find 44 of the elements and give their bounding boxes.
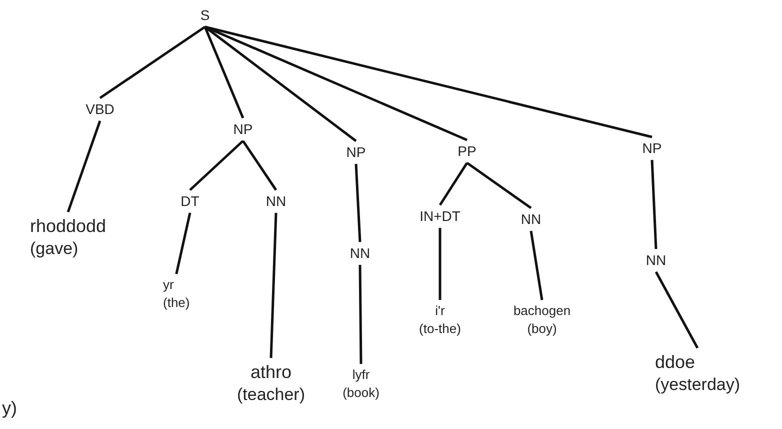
tree-branch bbox=[204, 26, 652, 138]
tree-branch bbox=[175, 212, 192, 274]
word-text: rhoddodd bbox=[30, 215, 106, 238]
category-label: IN+DT bbox=[420, 207, 460, 226]
tree-branch bbox=[270, 212, 278, 358]
word-text: yr bbox=[163, 276, 175, 294]
category-label: VBD bbox=[86, 100, 114, 119]
tree-branch bbox=[99, 26, 206, 100]
gloss-text: (gave) bbox=[30, 238, 80, 260]
gloss-text: (boy) bbox=[526, 320, 558, 338]
word-text: lyfr bbox=[351, 366, 371, 384]
tree-branch bbox=[466, 162, 532, 210]
category-label: NP bbox=[346, 143, 366, 162]
tree-branch bbox=[204, 26, 468, 142]
tree-branch bbox=[654, 271, 699, 349]
category-label: NP bbox=[233, 120, 253, 139]
tree-branch bbox=[530, 230, 544, 300]
gloss-text: (yesterday) bbox=[655, 374, 740, 396]
tree-branch bbox=[242, 140, 278, 191]
category-label: NP bbox=[642, 139, 662, 158]
tree-branch bbox=[204, 26, 244, 118]
tree-branch bbox=[354, 164, 362, 242]
word-text: athro bbox=[249, 361, 293, 384]
category-label: NN bbox=[646, 251, 666, 270]
category-label: DT bbox=[180, 192, 200, 211]
tree-branch bbox=[438, 228, 442, 300]
category-label: PP bbox=[458, 142, 476, 161]
gloss-text: (to-the) bbox=[419, 320, 461, 338]
word-text: ddoe bbox=[655, 351, 696, 374]
gloss-text: (the) bbox=[163, 294, 190, 312]
tree-branch bbox=[358, 264, 362, 364]
category-label: NN bbox=[520, 210, 542, 229]
cut-off-text: y) bbox=[2, 398, 17, 419]
tree-branch bbox=[189, 140, 244, 191]
tree-branch bbox=[650, 160, 658, 250]
gloss-text: (teacher) bbox=[236, 384, 306, 406]
category-label: S bbox=[200, 6, 210, 25]
tree-branch bbox=[438, 162, 468, 206]
gloss-text: (book) bbox=[342, 384, 380, 402]
tree-branch bbox=[66, 120, 102, 212]
category-label: NN bbox=[350, 244, 370, 263]
word-text: bachogen bbox=[513, 302, 571, 320]
category-label: NN bbox=[266, 192, 286, 211]
word-text: i'r bbox=[434, 302, 446, 320]
